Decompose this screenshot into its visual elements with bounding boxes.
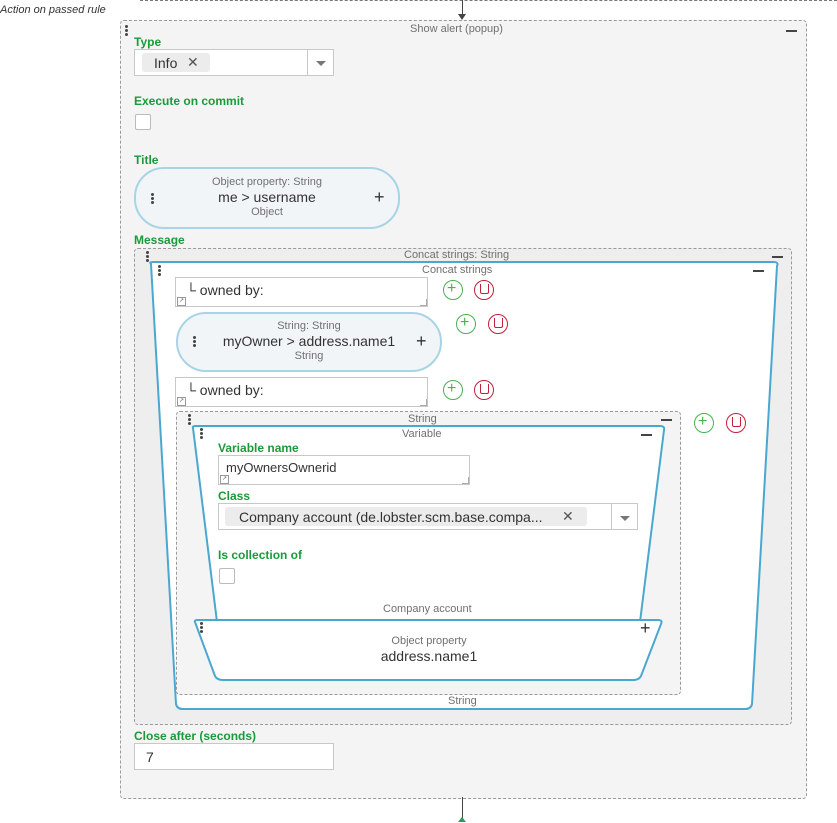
concat-outer-collapse-icon[interactable] xyxy=(772,256,783,258)
resize-handle-icon[interactable] xyxy=(420,299,427,306)
concat-item2-value: myOwner > address.name1 xyxy=(222,333,396,349)
concat-item2-drag-handle-icon[interactable] xyxy=(193,336,197,348)
variable-caption: Variable xyxy=(402,428,442,440)
bottom-connector-line xyxy=(462,797,463,819)
top-connector-line xyxy=(462,0,463,16)
title-label: Title xyxy=(134,153,159,167)
title-pill-sub: Object xyxy=(251,206,283,218)
concat-item2-add-icon[interactable]: + xyxy=(416,331,427,351)
concat-item2-pill xyxy=(176,312,442,372)
message-label: Message xyxy=(134,233,185,247)
class-chip xyxy=(225,507,587,526)
resize-handle-icon[interactable] xyxy=(420,399,427,406)
variable-name-value: myOwnersOwnerid xyxy=(226,460,337,475)
string-caption: String xyxy=(408,413,437,425)
concat-item1-text: └ owned by: xyxy=(186,282,264,298)
connector-arrow-icon xyxy=(458,14,466,20)
type-select-divider xyxy=(307,50,308,75)
concat-inner-caption: Concat strings xyxy=(422,264,493,276)
object-property-caption: Object property xyxy=(391,635,467,647)
close-after-input[interactable]: 7 xyxy=(134,743,334,770)
trash-icon xyxy=(480,284,489,294)
concat-outer-caption: Concat strings: String xyxy=(404,249,510,261)
concat-item1-input[interactable]: └ owned by: ↗ xyxy=(175,277,428,307)
title-value-pill xyxy=(134,167,400,229)
plus-icon: + xyxy=(460,314,470,331)
variable-name-input[interactable]: myOwnersOwnerid ↗ xyxy=(218,455,470,485)
collection-checkbox[interactable] xyxy=(219,568,235,584)
trash-icon xyxy=(732,417,741,427)
class-select[interactable]: Company account (de.lobster.scm.base.com… xyxy=(218,503,638,530)
top-dashed-line xyxy=(140,0,837,1)
string-collapse-icon[interactable] xyxy=(661,419,672,421)
object-property-add-icon[interactable]: + xyxy=(640,618,651,638)
title-pill-caption: Object property: String xyxy=(211,176,323,188)
chevron-down-icon[interactable] xyxy=(316,61,326,66)
expand-icon[interactable]: ↗ xyxy=(220,475,229,484)
plus-icon: + xyxy=(447,380,457,397)
collection-label: Is collection of xyxy=(218,548,303,562)
concat-item3-add-button[interactable]: + xyxy=(443,380,463,400)
title-add-icon[interactable]: + xyxy=(374,187,385,207)
object-property-value: address.name1 xyxy=(380,648,478,664)
plus-icon: + xyxy=(698,413,708,430)
variable-name-label: Variable name xyxy=(218,441,299,455)
bottom-connector-marker-icon xyxy=(458,817,466,822)
resize-handle-icon[interactable] xyxy=(462,477,469,484)
rule-header: Action on passed rule xyxy=(0,4,106,16)
alert-collapse-icon[interactable] xyxy=(786,30,797,32)
execute-on-commit-label: Execute on commit xyxy=(134,94,245,108)
title-pill-value: me > username xyxy=(218,189,316,205)
concat-item3-delete-button[interactable] xyxy=(474,380,494,400)
class-label: Class xyxy=(218,489,251,503)
alert-drag-handle-icon[interactable] xyxy=(125,25,129,37)
concat-item1-delete-button[interactable] xyxy=(474,280,494,300)
type-chip-remove-icon[interactable]: ✕ xyxy=(187,54,199,70)
concat-item2-delete-button[interactable] xyxy=(488,314,508,334)
trash-icon xyxy=(494,318,503,328)
trash-icon xyxy=(480,384,489,394)
class-chip-remove-icon[interactable]: ✕ xyxy=(562,508,574,524)
concat-item2-caption: String: String xyxy=(277,320,341,332)
concat-inner-drag-handle-icon[interactable] xyxy=(158,265,162,277)
concat-item1-add-button[interactable]: + xyxy=(443,280,463,300)
class-chip-label: Company account (de.lobster.scm.base.com… xyxy=(239,509,543,525)
type-select[interactable]: Info ✕ xyxy=(134,49,334,76)
chevron-down-icon[interactable] xyxy=(620,516,630,521)
concat-item2-sub: String xyxy=(294,350,324,362)
type-label: Type xyxy=(134,35,162,49)
concat-item2-add-button[interactable]: + xyxy=(456,314,476,334)
expand-icon[interactable]: ↗ xyxy=(177,397,186,406)
object-property-container xyxy=(193,619,663,681)
execute-on-commit-checkbox[interactable] xyxy=(135,114,151,130)
concat-footer-caption: String xyxy=(448,695,477,707)
variable-drag-handle-icon[interactable] xyxy=(200,428,204,440)
string-drag-handle-icon[interactable] xyxy=(188,414,192,426)
concat-item3-text: └ owned by: xyxy=(186,382,264,398)
close-after-label: Close after (seconds) xyxy=(134,729,257,743)
close-after-value: 7 xyxy=(146,749,154,765)
expand-icon[interactable]: ↗ xyxy=(177,297,186,306)
class-select-divider xyxy=(611,504,612,529)
variable-bottom-caption: Company account xyxy=(383,603,472,615)
string-delete-button[interactable] xyxy=(726,413,746,433)
concat-inner-collapse-icon[interactable] xyxy=(753,270,764,272)
type-chip xyxy=(142,53,210,72)
concat-item3-input[interactable]: └ owned by: ↗ xyxy=(175,377,428,407)
type-chip-label: Info xyxy=(154,55,178,71)
variable-collapse-icon[interactable] xyxy=(641,434,652,436)
alert-title: Show alert (popup) xyxy=(410,23,503,35)
title-pill-drag-handle-icon[interactable] xyxy=(151,193,155,205)
object-property-drag-handle-icon[interactable] xyxy=(200,622,204,634)
concat-outer-drag-handle-icon[interactable] xyxy=(146,251,150,263)
plus-icon: + xyxy=(447,280,457,297)
string-add-button[interactable]: + xyxy=(694,413,714,433)
